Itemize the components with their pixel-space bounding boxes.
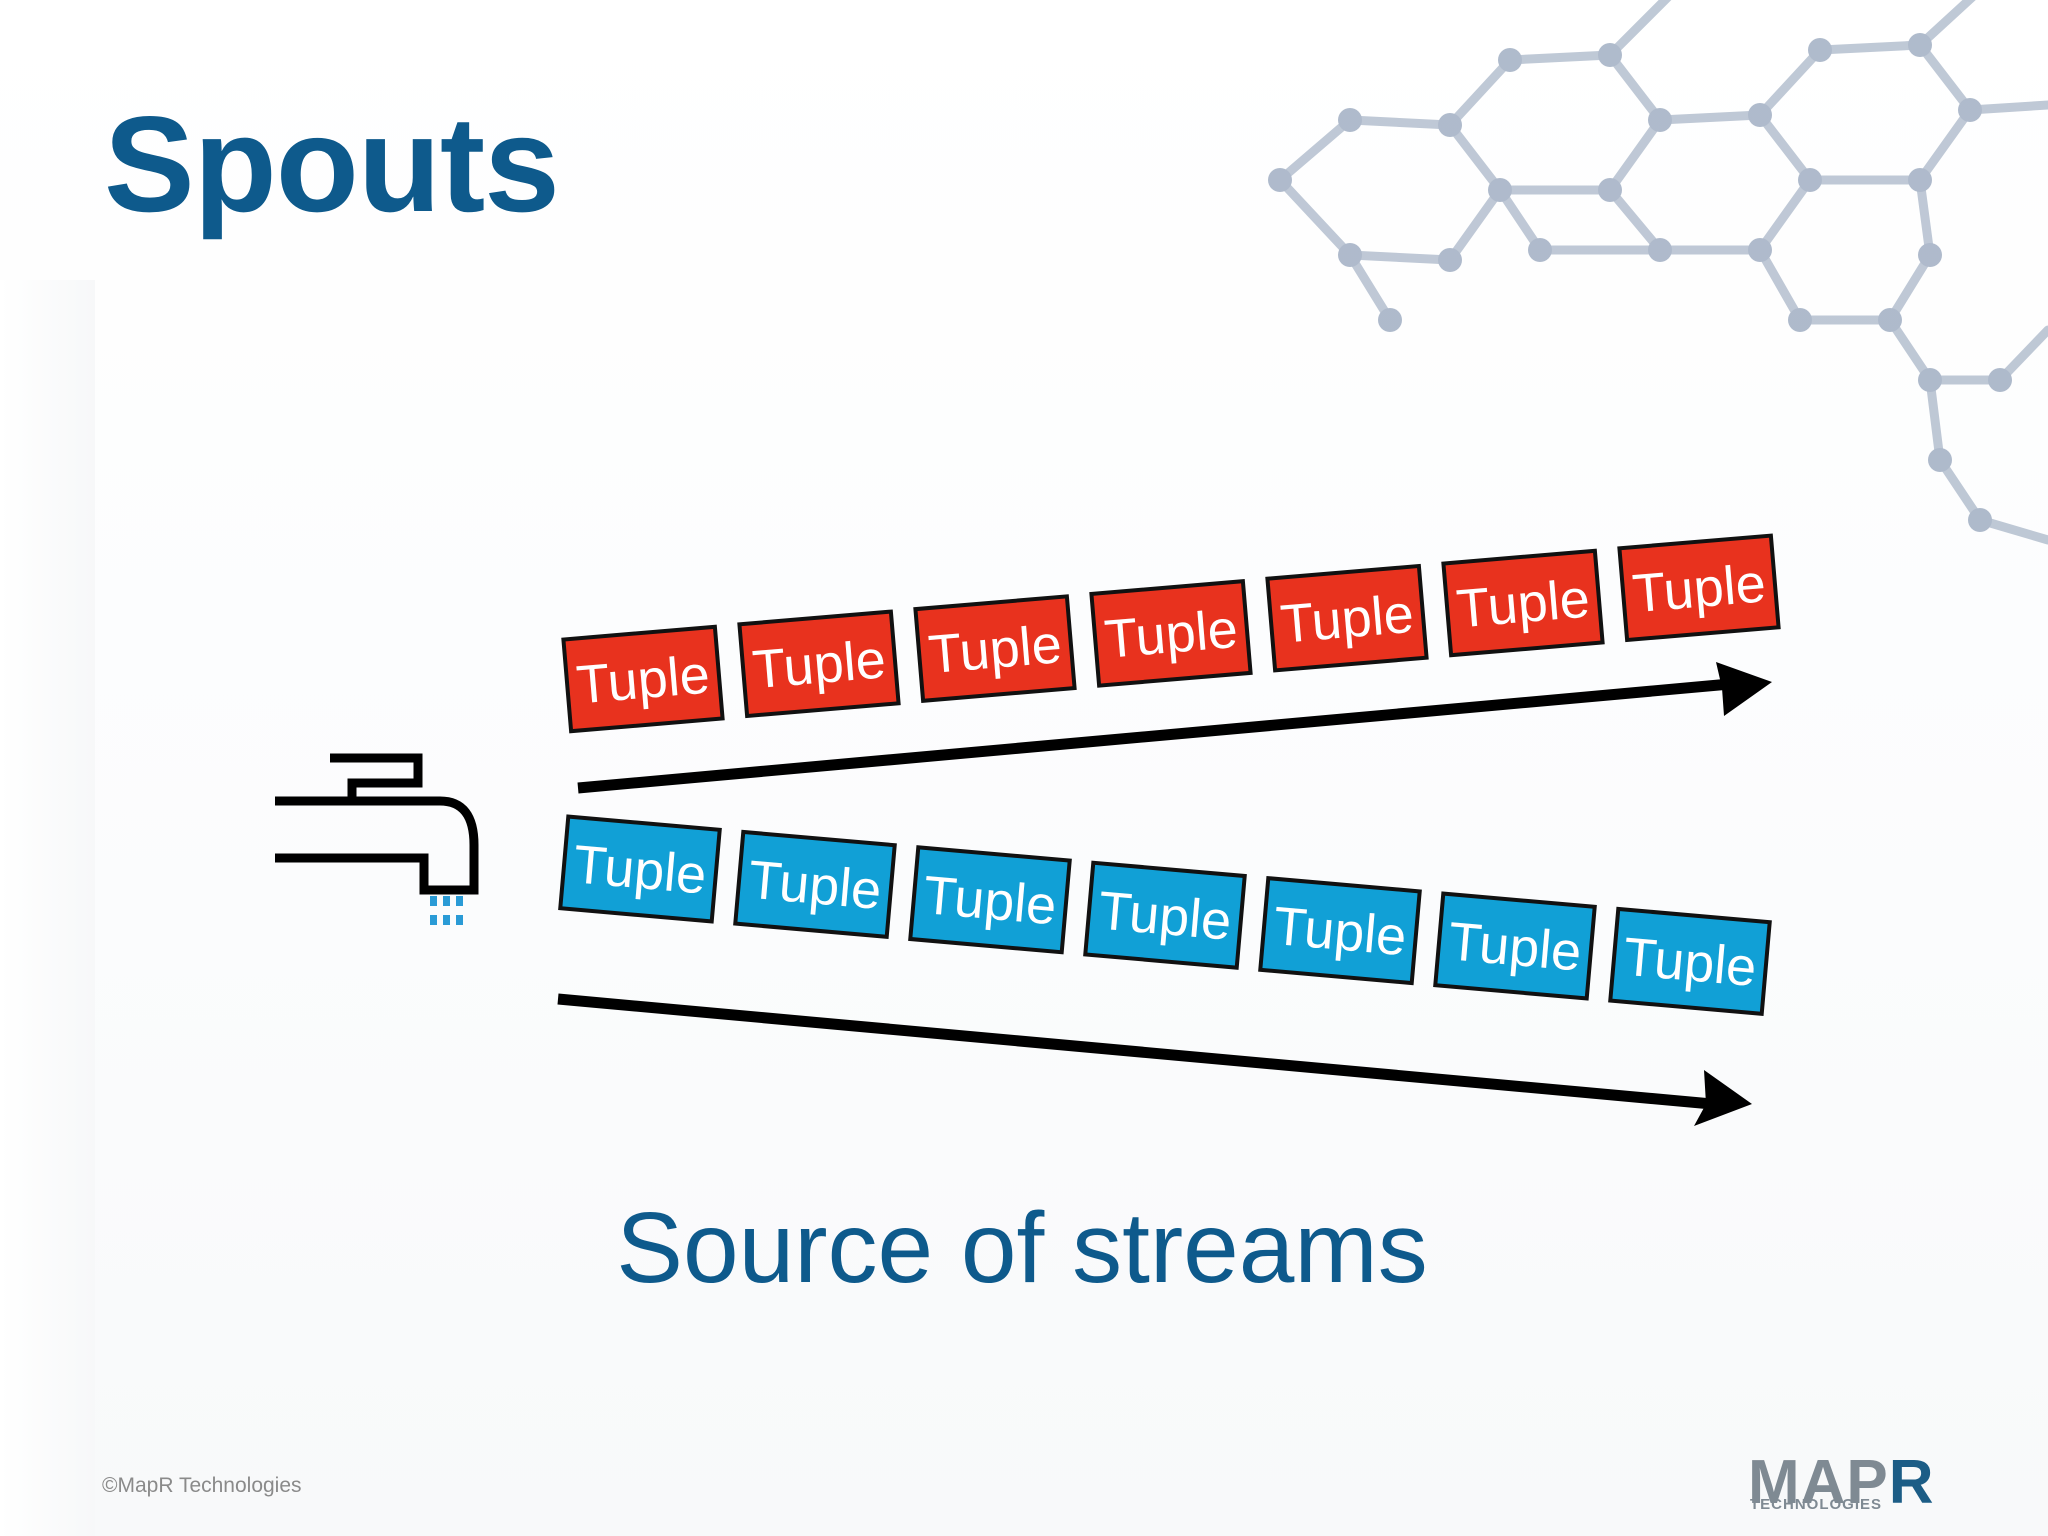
blue-stream-tuple: Tuple	[908, 845, 1072, 955]
blue-stream-tuple: Tuple	[733, 829, 897, 940]
tuple-label: Tuple	[1096, 881, 1234, 952]
mapr-logo: MAPR TECHNOLOGIES	[1748, 1452, 1974, 1514]
tuple-box	[1433, 891, 1597, 1001]
blue-stream-tuple: Tuple	[1083, 860, 1247, 970]
logo-main-text: MAP	[1748, 1448, 1889, 1517]
tuple-label: Tuple	[1271, 896, 1409, 967]
tuple-box	[737, 609, 901, 719]
side-shade	[0, 280, 95, 1536]
red-stream-tuple: Tuple	[913, 594, 1077, 703]
red-stream-tuple: Tuple	[1441, 548, 1605, 658]
tuple-box	[913, 594, 1077, 703]
logo-accent-letter: R	[1888, 1448, 1935, 1517]
tuple-box	[908, 845, 1072, 955]
faucet-icon	[275, 753, 479, 895]
blue-stream-tuple: Tuple	[1433, 891, 1597, 1001]
tuple-box	[1089, 579, 1253, 688]
copyright-notice: ©MapR Technologies	[102, 1474, 302, 1497]
tuple-box	[1265, 563, 1429, 673]
red-stream-arrow	[577, 662, 1772, 794]
tuple-box	[558, 814, 722, 924]
tuple-box	[1083, 860, 1247, 970]
tuple-label: Tuple	[1278, 584, 1416, 655]
tuple-box	[1608, 906, 1772, 1017]
tuple-box	[733, 829, 897, 940]
molecule-decoration	[1268, 0, 2048, 545]
tuple-label: Tuple	[1446, 911, 1584, 982]
tuple-box	[1617, 533, 1781, 643]
red-stream-tuple: Tuple	[737, 609, 901, 719]
slide-subtitle: Source of streams	[0, 1198, 2048, 1298]
tuple-label: Tuple	[574, 645, 712, 716]
blue-stream-arrow	[557, 993, 1752, 1126]
logo-wordmark: MAPR	[1748, 1452, 1935, 1514]
tuple-label: Tuple	[1630, 553, 1768, 624]
red-stream-tuple: Tuple	[1617, 533, 1781, 643]
tuple-label: Tuple	[571, 834, 709, 905]
blue-stream-tuple: Tuple	[1608, 906, 1772, 1017]
tuple-label: Tuple	[1621, 927, 1759, 998]
tuple-label: Tuple	[926, 614, 1064, 685]
blue-stream-tuple: Tuple	[558, 814, 722, 924]
slide-title: Spouts	[104, 88, 560, 240]
logo-tagline: TECHNOLOGIES	[1750, 1496, 1883, 1513]
red-stream-tuple: Tuple	[561, 624, 725, 734]
tuple-box	[1441, 548, 1605, 658]
tuple-label: Tuple	[1102, 599, 1240, 670]
blue-stream-tuple: Tuple	[1258, 875, 1422, 986]
subtitle-text: Source of streams	[616, 1192, 1428, 1304]
tuple-label: Tuple	[746, 850, 884, 921]
tuple-box	[1258, 875, 1422, 986]
tuple-label: Tuple	[750, 629, 888, 700]
tuple-label: Tuple	[1454, 569, 1592, 640]
red-stream-tuple: Tuple	[1265, 563, 1429, 673]
tuple-label: Tuple	[921, 865, 1059, 936]
tuple-box	[561, 624, 725, 734]
red-stream-tuple: Tuple	[1089, 579, 1253, 688]
water-drops-icon	[430, 896, 463, 925]
